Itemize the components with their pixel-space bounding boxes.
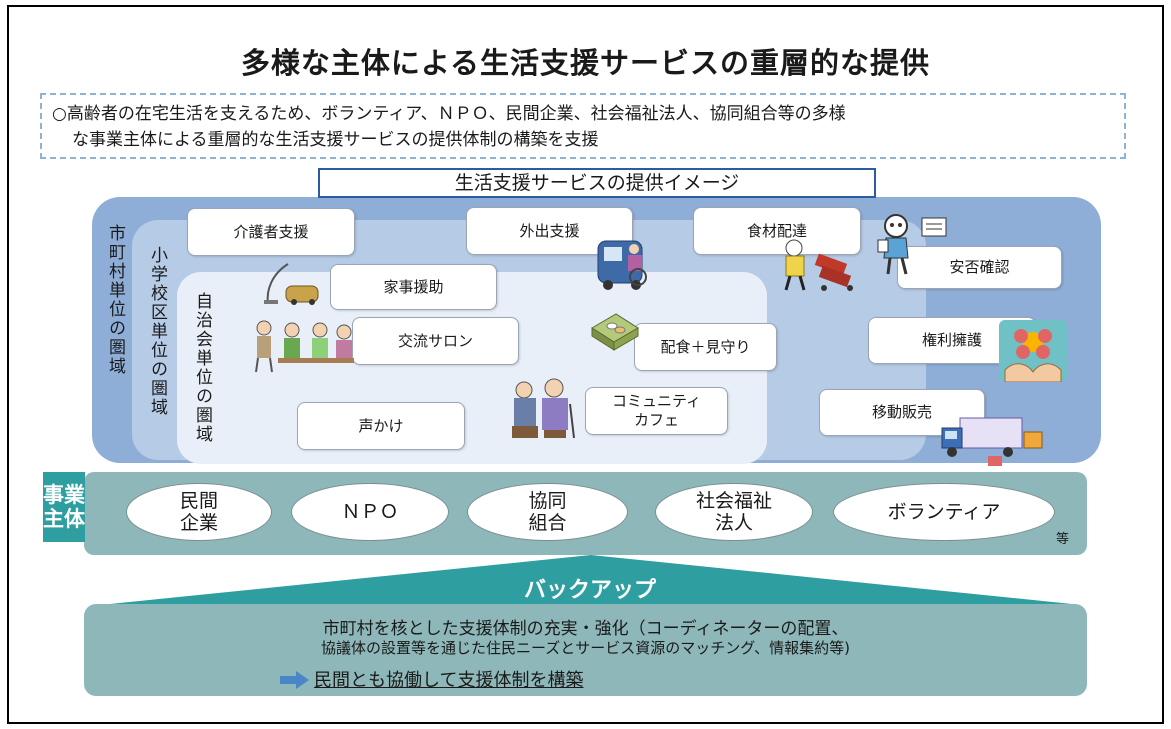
association-zone-label: 自治会単位の圏域 [192, 292, 212, 444]
service-food-delivery: 食材配達 [693, 207, 861, 255]
intro-box: ○高齢者の在宅生活を支えるため、ボランティア、ＮＰＯ、民間企業、社会福祉法人、協… [40, 93, 1126, 159]
backup-line-1: 市町村を核とした支援体制の充実・強化（コーディネーターの配置、 [322, 619, 849, 639]
wheelchair-van-icon [597, 240, 647, 290]
city-zone-label: 市町村単位の圏域 [105, 224, 125, 376]
service-community-cafe: コミュニティ カフェ [585, 387, 728, 435]
school-zone-label: 小学校区単位の圏域 [147, 246, 167, 417]
service-greeting: 声かけ [297, 402, 465, 450]
service-meal-watch: 配食＋見守り [634, 323, 777, 371]
delivery-person-icon [784, 239, 853, 291]
slide-title: 多様な主体による生活支援サービスの重層的な提供 [240, 46, 931, 80]
vacuum-cleaner-icon [264, 263, 319, 305]
right-arrow-icon [280, 671, 309, 689]
elderly-group-icon [255, 320, 354, 373]
actor-npo: ＮＰＯ [291, 483, 449, 541]
actors-etc: 等 [1056, 532, 1070, 547]
elderly-couple-icon [512, 378, 575, 439]
slide-frame [7, 5, 1164, 724]
actor-social-welfare-corp: 社会福祉 法人 [655, 483, 813, 541]
actor-volunteer: ボランティア [833, 483, 1055, 541]
lunchbox-icon [591, 313, 639, 351]
flower-hands-icon [999, 320, 1067, 382]
service-image-title: 生活支援サービスの提供イメージ [318, 168, 876, 198]
intro-line-1: ○高齢者の在宅生活を支えるため、ボランティア、ＮＰＯ、民間企業、社会福祉法人、協… [52, 104, 846, 124]
backup-line-3: 民間とも協働して支援体制を構築 [314, 670, 584, 691]
service-salon: 交流サロン [352, 317, 519, 365]
service-safety-check: 安否確認 [897, 246, 1062, 289]
intro-line-2: な事業主体による重層的な生活支援サービスの提供体制の構築を支援 [72, 130, 599, 150]
backup-box: 市町村を核とした支援体制の充実・強化（コーディネーターの配置、 協議体の設置等を… [84, 604, 1087, 696]
backup-line-2: 協議体の設置等を通じた住民ニーズとサービス資源のマッチング、情報集約等) [320, 639, 851, 657]
truck-icon [941, 417, 1043, 466]
messenger-icon [877, 214, 947, 275]
actors-label: 事業 主体 [43, 472, 85, 542]
service-housework: 家事援助 [330, 264, 497, 310]
backup-label: バックアップ [523, 578, 656, 603]
actor-private-company: 民間 企業 [126, 483, 272, 541]
actor-cooperative: 協同 組合 [467, 483, 628, 541]
service-caregiver-support: 介護者支援 [187, 208, 355, 256]
